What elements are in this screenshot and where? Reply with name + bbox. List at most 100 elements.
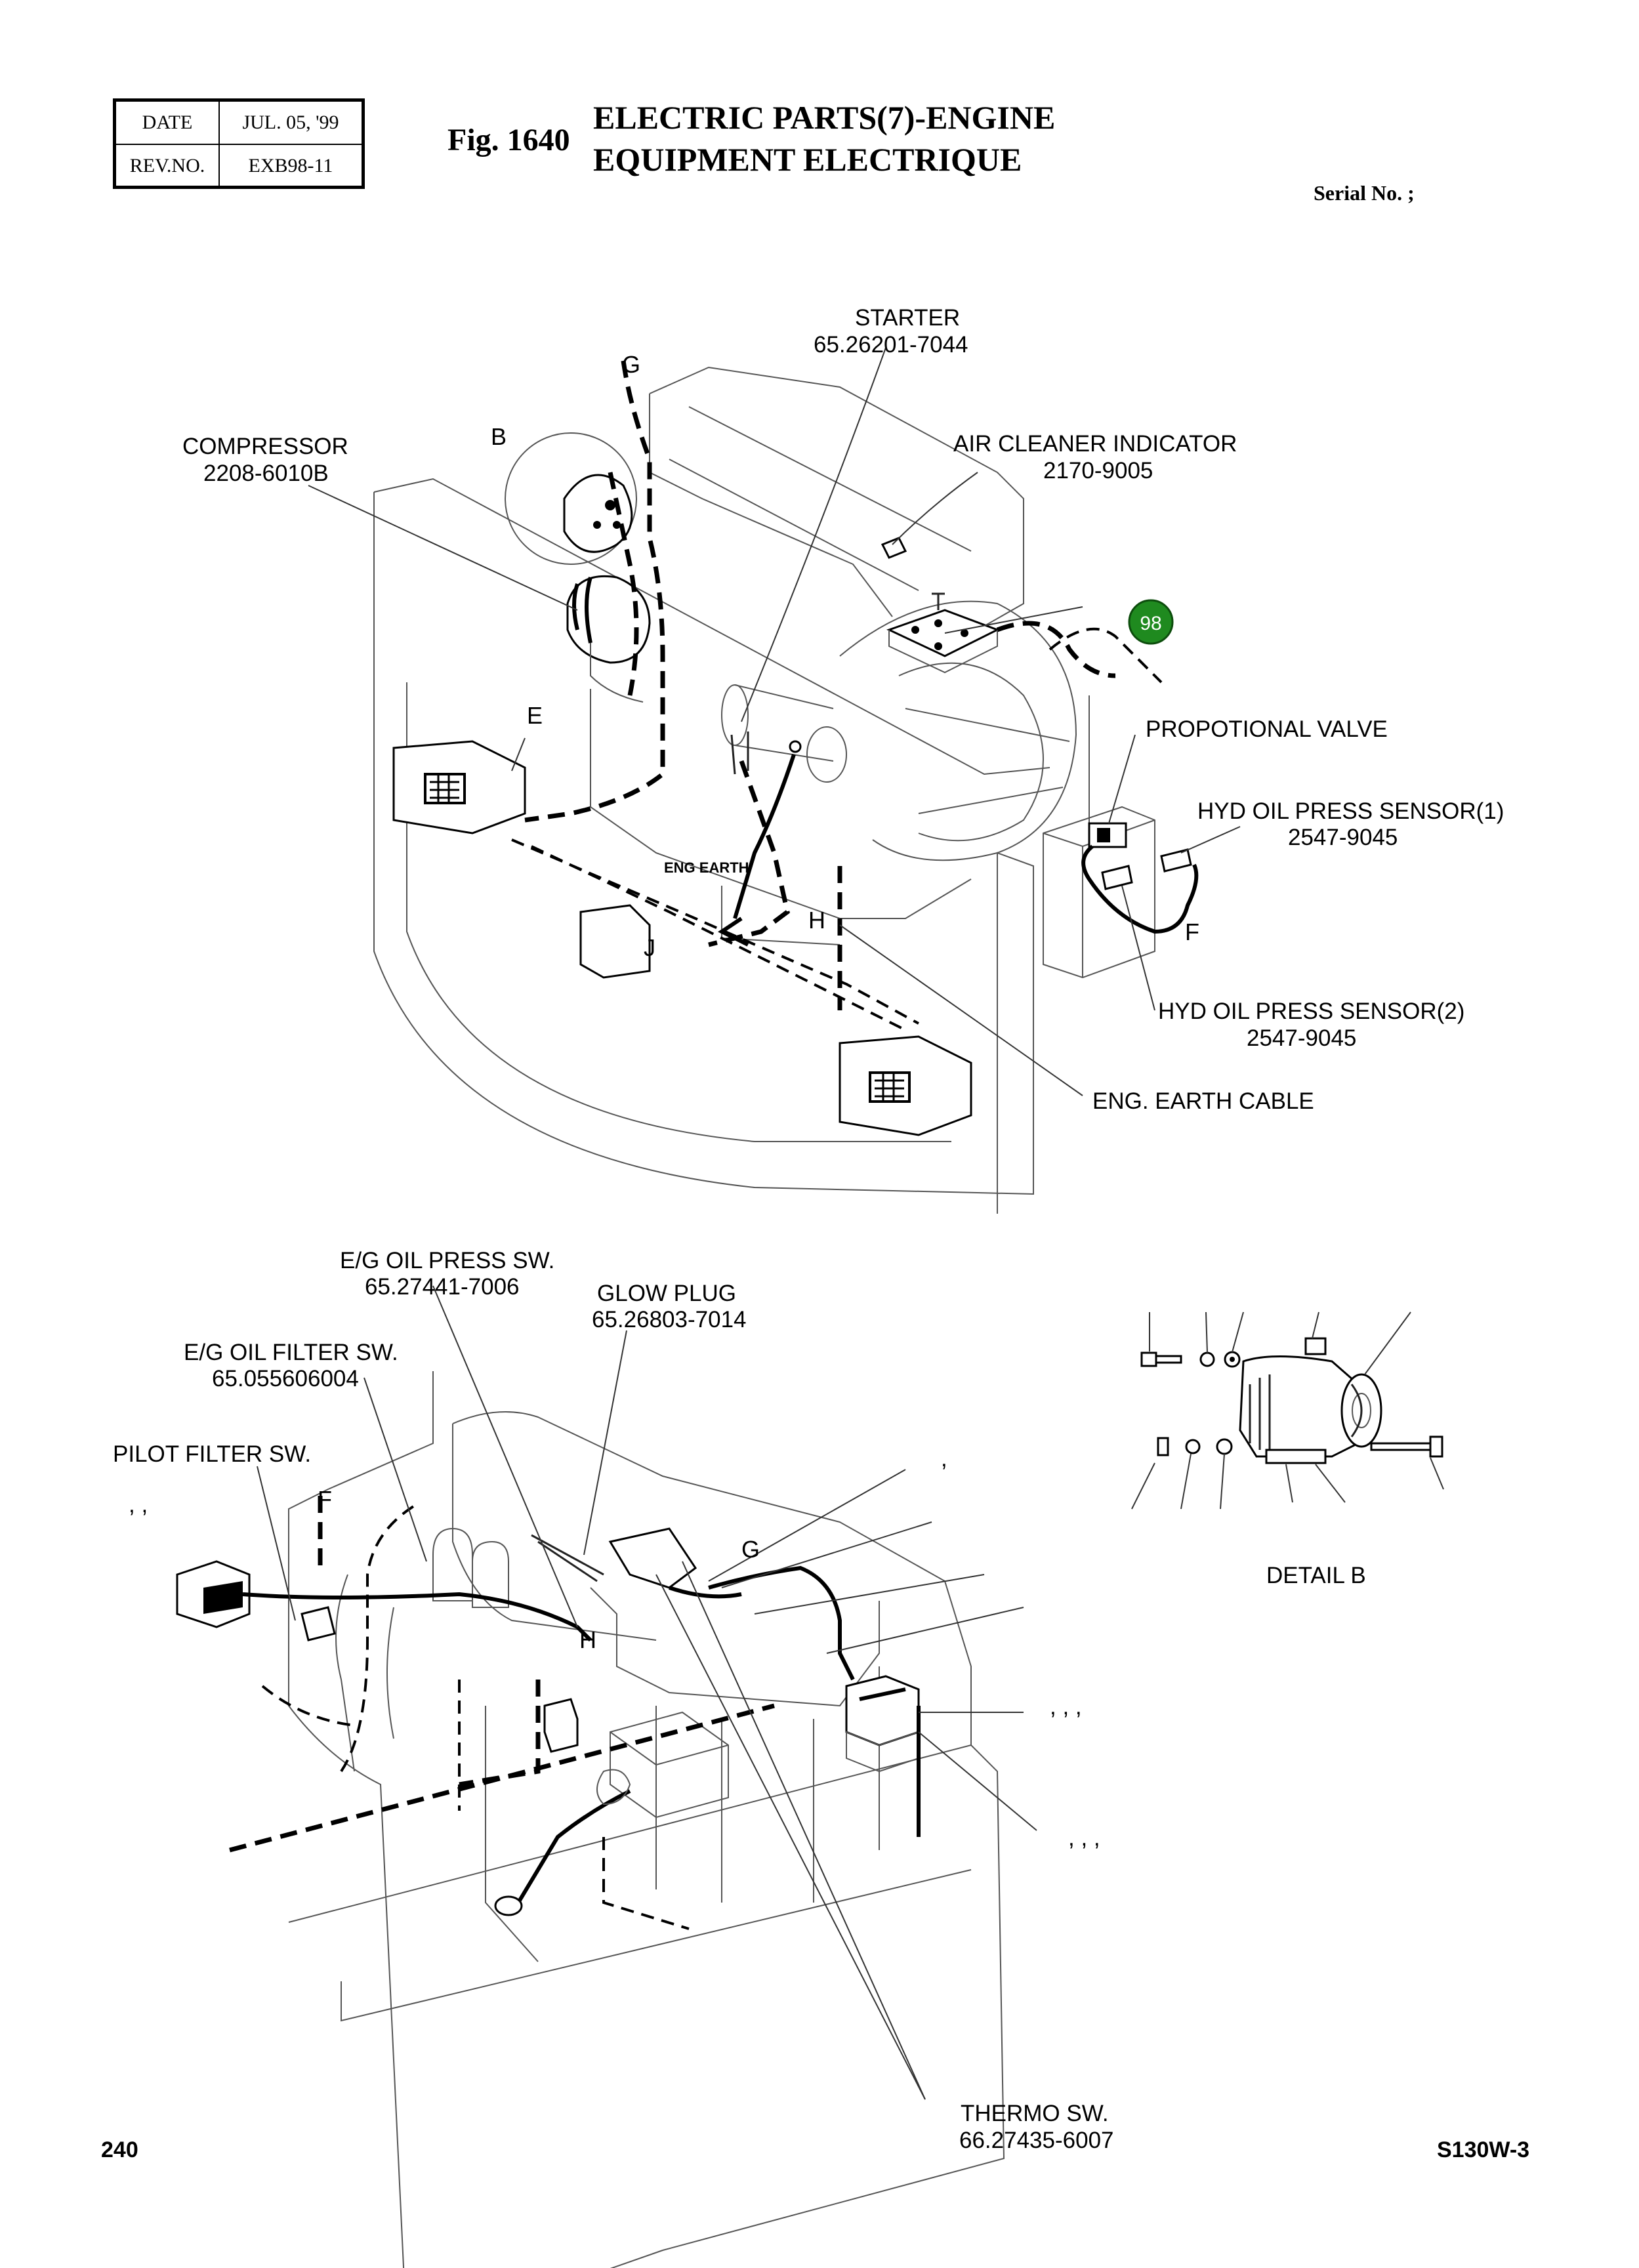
lower-frame-rail <box>341 1869 972 2022</box>
lower-engine-front-2 <box>386 1607 394 1739</box>
figure-number: Fig. 1640 <box>447 123 570 157</box>
alternator-fins <box>1249 1374 1271 1453</box>
alternator-terminal <box>1304 1337 1327 1355</box>
flywheel-lines <box>905 695 1090 827</box>
ground-connector <box>596 1769 631 1805</box>
leader-earth-cable <box>839 924 1083 1096</box>
relay-box-upper-body <box>392 740 526 835</box>
comma-group-3: , , , <box>1050 1694 1082 1720</box>
hyd-sensor-2-part <box>1101 865 1133 890</box>
nut-bottom <box>1157 1437 1169 1456</box>
letter-g-upper: G <box>622 351 640 378</box>
leader-oil-filter <box>363 1377 427 1562</box>
leader-thermo <box>655 1574 926 2100</box>
callout-badge-98: 98 <box>1128 599 1174 645</box>
lower-engine-side <box>452 1424 657 1641</box>
battery-tray <box>610 1711 729 1819</box>
compressor-body <box>563 474 633 553</box>
revision-table: DATE JUL. 05, '99 REV.NO. EXB98-11 <box>113 98 365 189</box>
leader-glow-plug <box>583 1330 627 1556</box>
controller-box-j <box>579 904 651 979</box>
washer-top <box>1199 1351 1215 1367</box>
label-prop-valve: PROPOTIONAL VALVE <box>1146 716 1388 742</box>
hyd-sensor-1-part <box>1160 848 1192 873</box>
upper-frame-outline <box>373 492 1034 1214</box>
label-thermo-no: 66.27435-6007 <box>959 2128 1114 2153</box>
starter-windings <box>572 577 592 644</box>
comma-group-4: , , , <box>1068 1825 1100 1851</box>
label-air-cleaner-no: 2170-9005 <box>1043 458 1153 484</box>
label-air-cleaner: AIR CLEANER INDICATOR <box>953 431 1237 457</box>
date-value: JUL. 05, '99 <box>242 112 339 133</box>
comma-group-1: , , <box>129 1492 148 1517</box>
label-hyd2-no: 2547-9045 <box>1247 1025 1356 1051</box>
label-pilot-filter: PILOT FILTER SW. <box>113 1441 311 1467</box>
lower-harness-left <box>261 1685 355 1727</box>
glow-plug-relay <box>543 1698 579 1753</box>
lower-harness-long <box>229 1703 775 1853</box>
engine-block-line2 <box>669 459 919 591</box>
valve-block-bolt <box>932 592 945 610</box>
upper-frame-top <box>373 478 1050 775</box>
harness-g <box>524 360 665 823</box>
letter-f-lower: F <box>318 1486 332 1513</box>
page-number: 240 <box>101 2137 138 2162</box>
relay-box-lower <box>839 1035 972 1136</box>
pilot-filter-switch-part <box>176 1560 251 1628</box>
leader-oil-press <box>432 1285 578 1628</box>
leader-98 <box>944 606 1083 634</box>
compressor-circle <box>505 432 637 565</box>
serial-label: Serial No. ; <box>1314 181 1415 205</box>
fluid-bottle-2 <box>472 1540 509 1608</box>
label-earth-cable: ENG. EARTH CABLE <box>1092 1088 1314 1114</box>
rev-label: REV.NO. <box>116 145 220 187</box>
oil-filter-sw-part <box>301 1606 336 1641</box>
leader-prop-valve <box>1108 734 1136 824</box>
glow-plug-rail <box>531 1534 604 1582</box>
page-title-line1: ELECTRIC PARTS(7)-ENGINE <box>593 99 1056 136</box>
thermo-housing <box>608 1527 697 1589</box>
relay-box-lower-body <box>839 1035 972 1136</box>
engine-block-line1 <box>688 406 972 552</box>
label-starter: STARTER <box>855 305 960 331</box>
harness-main-2 <box>531 845 906 1031</box>
leader-starter <box>741 347 886 722</box>
label-thermo: THERMO SW. <box>961 2101 1109 2126</box>
page-title-line2: EQUIPMENT ELECTRIQUE <box>593 141 1022 178</box>
date-label: DATE <box>116 102 220 144</box>
lower-frame-bottom <box>288 1744 1005 2268</box>
eng-earth-wire <box>733 754 796 919</box>
date-row: DATE JUL. 05, '99 <box>116 102 362 145</box>
lower-harness-drop2 <box>459 1680 541 1787</box>
label-hyd1: HYD OIL PRESS SENSOR(1) <box>1197 798 1504 824</box>
alternator-base <box>1265 1449 1327 1464</box>
label-oil-press-no: 65.27441-7006 <box>365 1274 520 1300</box>
comma-group-2: , <box>941 1446 947 1472</box>
letter-e-upper: E <box>527 702 543 729</box>
long-bolt <box>1370 1435 1443 1458</box>
model-number: S130W-3 <box>1437 2137 1530 2162</box>
letter-h-lower: H <box>579 1626 596 1653</box>
relay-module-body <box>845 1675 920 1746</box>
label-compressor: COMPRESSOR <box>182 434 348 459</box>
earth-bracket <box>730 732 749 775</box>
letter-f-upper: F <box>1185 918 1199 945</box>
badge-98-text: 98 <box>1140 613 1161 634</box>
lower-cable-plug <box>516 1789 631 1904</box>
leader-right-1 <box>708 1469 906 1582</box>
letter-h-upper: H <box>808 907 825 934</box>
nut-bottom-2 <box>1216 1438 1233 1455</box>
lower-engine-head <box>590 1587 880 1707</box>
relay-box-upper <box>392 740 526 835</box>
label-eng-earth: ENG EARTH <box>664 859 749 876</box>
leader-hyd1 <box>1180 826 1241 854</box>
bolt-top <box>1140 1351 1182 1367</box>
air-cleaner-indicator <box>881 537 907 559</box>
detail-b-alternator <box>1131 1311 1444 1510</box>
lower-harness-up <box>340 1501 421 1773</box>
harness-to-98-b <box>1048 627 1163 684</box>
label-oil-filter: E/G OIL FILTER SW. <box>184 1340 398 1365</box>
label-detail-b: DETAIL B <box>1266 1563 1366 1588</box>
lower-engine-drawing <box>176 1285 1037 2268</box>
